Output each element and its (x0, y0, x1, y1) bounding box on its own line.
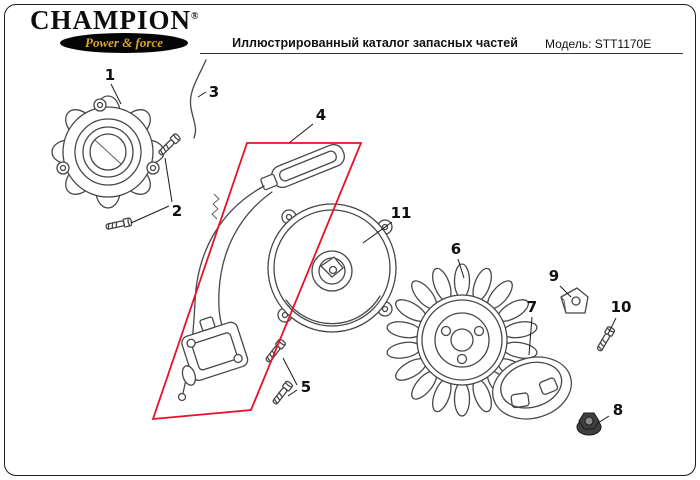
part-7-starter-cup (492, 356, 572, 420)
callout-5: 5 (301, 378, 311, 396)
callout-11: 11 (391, 204, 412, 222)
brand-wordmark: CHAMPION® (30, 7, 215, 34)
registered-mark-icon: ® (190, 11, 200, 22)
callout-leader-lines (110, 83, 617, 424)
brand-tagline: Power & force (85, 35, 163, 50)
part-3-wire (189, 59, 207, 139)
part-10-bolt (594, 325, 616, 353)
callout-3: 3 (209, 83, 219, 101)
part-11-recoil-starter-housing (267, 203, 397, 333)
callout-1: 1 (105, 66, 115, 84)
brand-logo: CHAMPION® Power & force (30, 7, 215, 53)
part-1-stator-plate (51, 95, 165, 209)
callout-4: 4 (316, 106, 326, 124)
callout-7: 7 (527, 298, 537, 316)
brand-name: CHAMPION (30, 5, 191, 35)
header-divider (200, 53, 683, 54)
callout-9: 9 (549, 267, 559, 285)
callout-8: 8 (613, 401, 623, 419)
part-8-flange-nut (576, 412, 602, 436)
brand-tagline-badge: Power & force (60, 33, 188, 53)
part-ignition-coil (181, 316, 249, 386)
callout-6: 6 (451, 240, 461, 258)
model-label: Модель: STT1170E (545, 37, 652, 51)
group-4-highlight-outline (151, 142, 363, 421)
callout-10: 10 (611, 298, 632, 316)
callout-2: 2 (172, 202, 182, 220)
catalog-title: Иллюстрированный каталог запасных частей (232, 36, 518, 50)
